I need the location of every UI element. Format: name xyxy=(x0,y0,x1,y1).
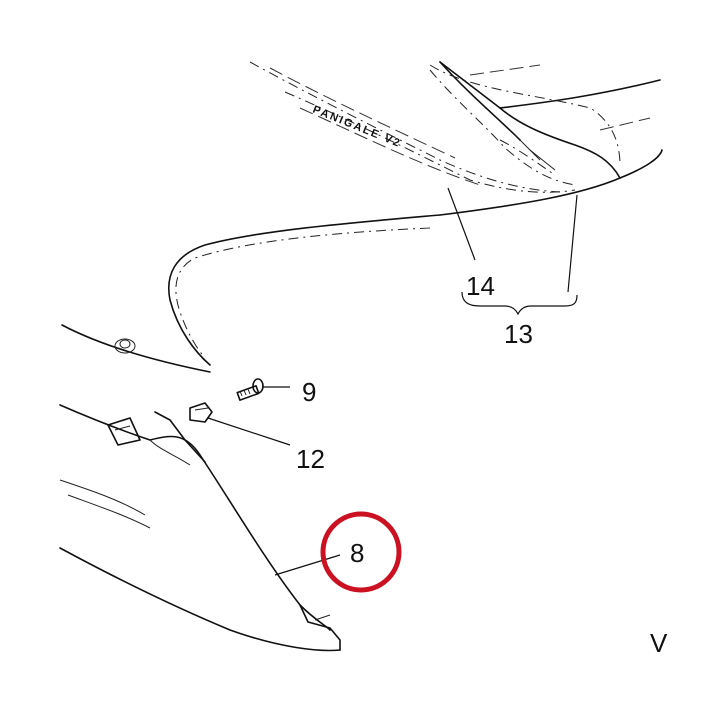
left-side-fairing xyxy=(61,324,211,373)
highlight-ring xyxy=(320,511,402,593)
callout-13: 13 xyxy=(504,319,533,349)
callout-14: 14 xyxy=(466,271,495,301)
callout-9: 9 xyxy=(302,377,316,407)
upper-fairing-panel xyxy=(168,61,663,366)
clip-nut-part-12 xyxy=(189,402,213,423)
callout-12: 12 xyxy=(296,444,325,474)
edge-text: V xyxy=(650,628,668,658)
callout-8: 8 xyxy=(350,538,364,568)
screw-part-9 xyxy=(236,378,264,401)
leader-lines xyxy=(207,187,578,576)
lower-fairing-part-8 xyxy=(59,404,341,652)
